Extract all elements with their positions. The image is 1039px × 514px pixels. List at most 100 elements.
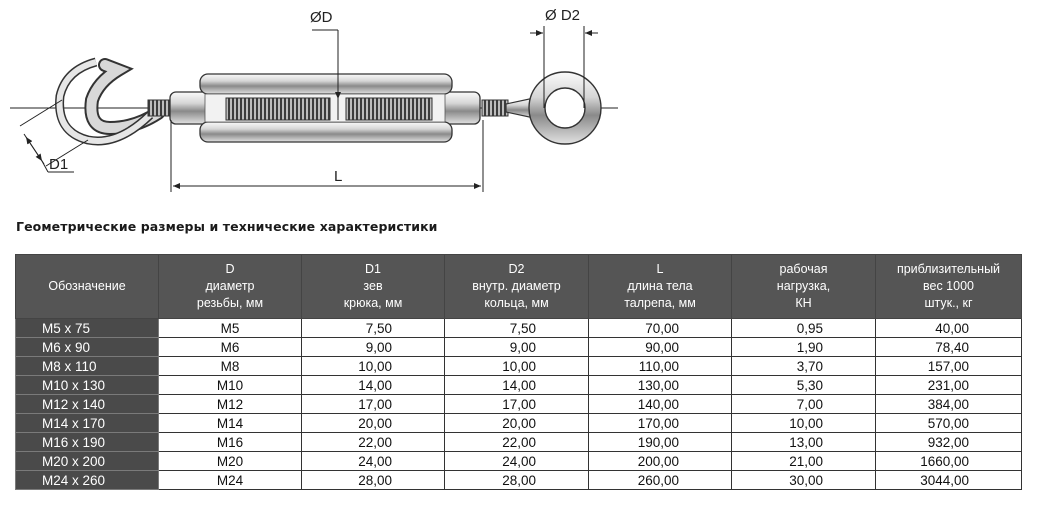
thread-diameter-cell: M14 [158,413,302,433]
designation-cell: M6 x 90 [15,337,159,357]
eye-bolt-part [481,71,602,145]
header-text-line: крюка, мм [343,296,403,310]
designation-cell: M12 x 140 [15,394,159,414]
eye-diameter-cell: 17,00 [444,394,589,414]
hook-opening-cell: 22,00 [301,432,445,452]
header-text-line: резьбы, мм [196,296,264,310]
hook-opening-cell: 28,00 [301,470,445,490]
section-title: Геометрические размеры и технические хар… [16,219,438,234]
body-length-cell: 130,00 [588,375,732,395]
header-text-line: штук., кг [924,296,973,310]
body-length-cell: 70,00 [588,318,732,338]
body-length-cell: 110,00 [588,356,732,376]
working-load-cell: 1,90 [731,337,876,357]
header-text-line: D1 [365,262,381,276]
dimension-l-label: L [334,168,342,185]
header-text-line: D2 [508,262,525,276]
designation-cell: M16 x 190 [15,432,159,452]
hook-opening-cell: 9,00 [301,337,445,357]
thread-diameter-cell: M20 [158,451,302,471]
hook-opening-cell: 17,00 [301,394,445,414]
thread-diameter-cell: M5 [158,318,302,338]
eye-diameter-cell: 9,00 [444,337,589,357]
eye-diameter-cell: 22,00 [444,432,589,452]
thread-diameter-cell: M10 [158,375,302,395]
working-load-cell: 10,00 [731,413,876,433]
header-text-line: L [656,262,664,276]
dimension-d2 [530,26,598,108]
body-length-cell: 170,00 [588,413,732,433]
dimension-d2-label: Ø D2 [545,7,580,24]
designation-cell: M20 x 200 [15,451,159,471]
header-text-line: внутр. диаметр [472,279,561,293]
header-text-line: талрепа, мм [624,296,696,310]
hook-opening-cell: 24,00 [301,451,445,471]
hook-opening-cell: 20,00 [301,413,445,433]
weight-cell: 384,00 [875,394,1022,414]
dimension-d1 [19,99,89,173]
header-text-line: КН [795,296,812,310]
eye-diameter-cell: 14,00 [444,375,589,395]
dimension-d [312,29,341,120]
weight-cell: 78,40 [875,337,1022,357]
dimension-d1-label: D1 [49,156,68,173]
thread-diameter-cell: M16 [158,432,302,452]
dimension-d-label: ØD [310,9,333,26]
designation-cell: M10 x 130 [15,375,159,395]
header-text-line: Обозначение [48,279,126,293]
working-load-cell: 30,00 [731,470,876,490]
eye-diameter-cell: 10,00 [444,356,589,376]
working-load-cell: 3,70 [731,356,876,376]
designation-cell: M14 x 170 [15,413,159,433]
weight-cell: 157,00 [875,356,1022,376]
header-text-line: рабочая [779,262,828,276]
hook-opening-cell: 7,50 [301,318,445,338]
body-length-cell: 190,00 [588,432,732,452]
body-length-cell: 260,00 [588,470,732,490]
dimension-l [170,120,484,192]
working-load-cell: 7,00 [731,394,876,414]
designation-cell: M8 x 110 [15,356,159,376]
header-text-line: приблизительный [896,262,1001,276]
header-text-line: диаметр [205,279,255,293]
working-load-cell: 5,30 [731,375,876,395]
header-load: рабочая нагрузка, КН [731,254,876,319]
thread-diameter-cell: M6 [158,337,302,357]
header-d2: D2 внутр. диаметр кольца, мм [444,254,589,319]
weight-cell: 40,00 [875,318,1022,338]
working-load-cell: 21,00 [731,451,876,471]
weight-cell: 570,00 [875,413,1022,433]
weight-cell: 3044,00 [875,470,1022,490]
eye-diameter-cell: 20,00 [444,413,589,433]
working-load-cell: 13,00 [731,432,876,452]
designation-cell: M24 x 260 [15,470,159,490]
header-text-line: нагрузка, [776,279,831,293]
weight-cell: 1660,00 [875,451,1022,471]
turnbuckle-body [169,73,481,143]
hook-opening-cell: 14,00 [301,375,445,395]
header-text-line: D [225,262,235,276]
working-load-cell: 0,95 [731,318,876,338]
designation-cell: M5 x 75 [15,318,159,338]
eye-diameter-cell: 28,00 [444,470,589,490]
weight-cell: 932,00 [875,432,1022,452]
hook-opening-cell: 10,00 [301,356,445,376]
thread-diameter-cell: M24 [158,470,302,490]
header-text-line: зев [363,279,383,293]
header-text-line: кольца, мм [484,296,549,310]
header-d1: D1 зев крюка, мм [301,254,445,319]
